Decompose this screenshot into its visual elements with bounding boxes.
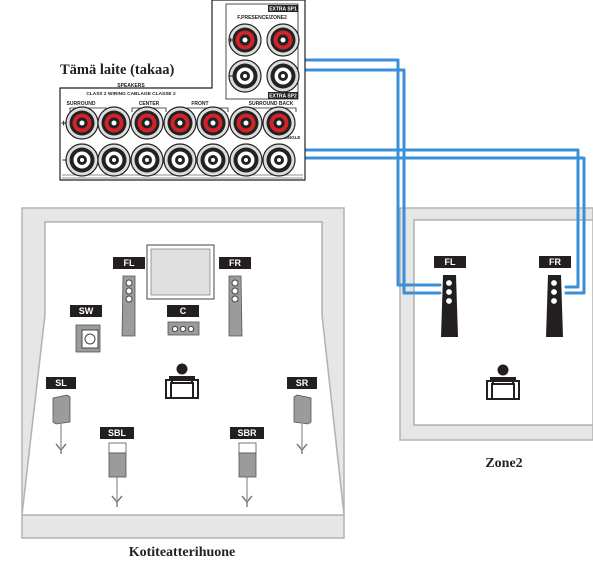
svg-text:+: + bbox=[61, 118, 66, 128]
speaker-sr: SR bbox=[287, 377, 317, 454]
speaker-zone2-fr: FR bbox=[539, 256, 571, 337]
channel-surround: SURROUND bbox=[67, 101, 96, 107]
svg-text:FR: FR bbox=[549, 257, 561, 267]
extra-sp1-sublabel: F.PRESENCE/ZONE2 bbox=[237, 15, 287, 21]
wiring-note: CLASS 2 WIRING CABLAGE CLASSE 2 bbox=[86, 91, 176, 97]
speaker-fl: FL bbox=[113, 257, 145, 337]
main-room-label: Kotiteatterihuone bbox=[129, 545, 236, 560]
svg-text:+: + bbox=[228, 35, 233, 45]
svg-text:FL: FL bbox=[445, 257, 456, 267]
tv-icon bbox=[146, 244, 215, 300]
positive-terminals bbox=[65, 106, 296, 140]
speaker-sbl: SBL bbox=[100, 427, 134, 507]
negative-terminals bbox=[65, 143, 296, 177]
svg-text:SBR: SBR bbox=[237, 428, 257, 438]
single-label: SINGLE bbox=[284, 135, 301, 140]
svg-text:SW: SW bbox=[79, 306, 94, 316]
channel-front: FRONT bbox=[191, 101, 208, 107]
svg-text:C: C bbox=[180, 306, 187, 316]
listener-icon bbox=[165, 363, 199, 399]
speaker-sl: SL bbox=[46, 377, 76, 454]
channel-surround-back: SURROUND BACK bbox=[249, 101, 294, 107]
extra-sp1-label: EXTRA SP1 bbox=[269, 7, 297, 13]
svg-text:SBL: SBL bbox=[108, 428, 127, 438]
speaker-fr: FR bbox=[219, 257, 251, 337]
extra-sp2-label: EXTRA SP2 bbox=[269, 94, 297, 100]
channel-center: CENTER bbox=[139, 101, 160, 107]
zone2-label: Zone2 bbox=[485, 456, 522, 471]
speaker-zone2-fl: FL bbox=[434, 256, 466, 337]
svg-text:SR: SR bbox=[296, 378, 309, 388]
amplifier-rear-panel: EXTRA SP1 F.PRESENCE/ZONE2 EXTRA SP2 SPE… bbox=[59, 0, 306, 181]
extra-sp-terminals bbox=[228, 23, 300, 93]
speaker-sbr: SBR bbox=[230, 427, 264, 507]
zone2-room bbox=[399, 207, 593, 441]
speaker-sw: SW bbox=[70, 305, 102, 353]
svg-text:FR: FR bbox=[229, 258, 241, 268]
svg-text:FL: FL bbox=[124, 258, 135, 268]
zone2-listener-icon bbox=[486, 364, 520, 400]
svg-text:−: − bbox=[62, 155, 67, 165]
speakers-header: SPEAKERS bbox=[117, 83, 145, 89]
svg-text:−: − bbox=[228, 71, 233, 81]
speaker-c: C bbox=[167, 305, 200, 336]
svg-text:SL: SL bbox=[55, 378, 67, 388]
device-rear-label: Tämä laite (takaa) bbox=[60, 62, 175, 78]
